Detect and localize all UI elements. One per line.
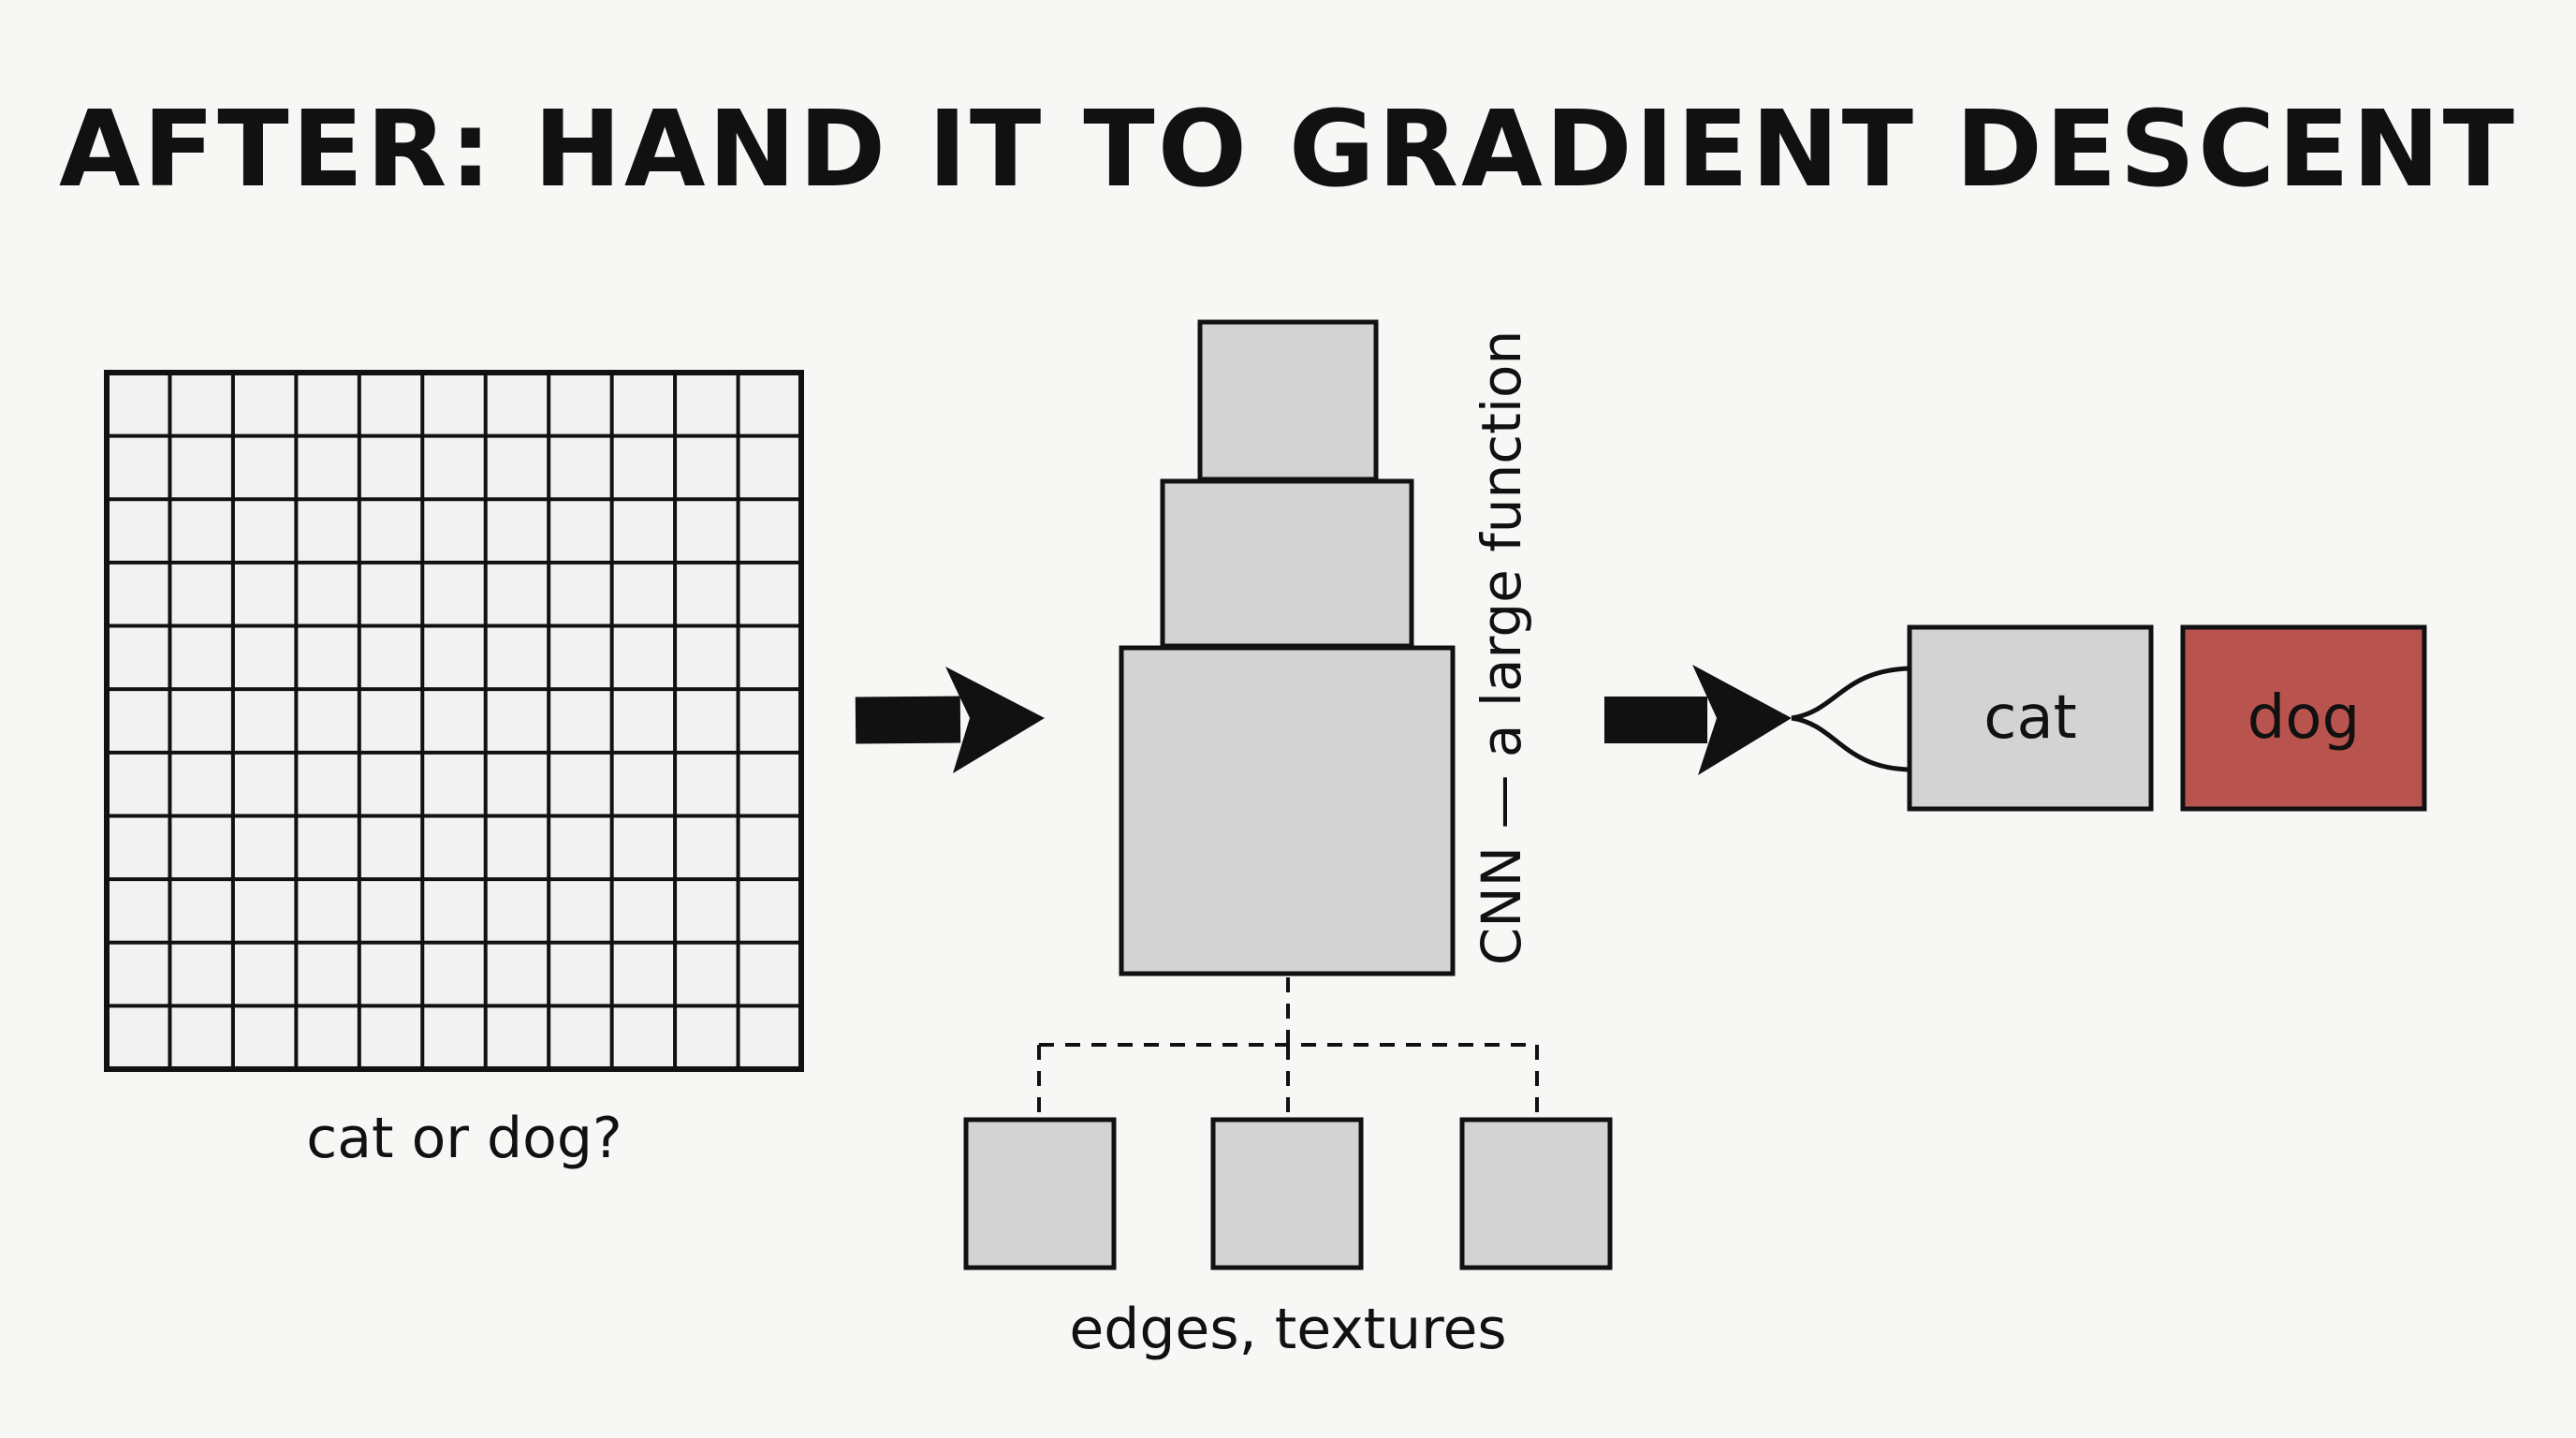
output-option-dog: dog — [2180, 624, 2427, 812]
page-title: AFTER: HAND IT TO GRADIENT DESCENT — [59, 89, 2517, 211]
cnn-layer-middle — [1160, 478, 1414, 649]
cnn-side-label: CNN — a large function — [1470, 330, 1533, 965]
cnn-layer-bottom — [1119, 645, 1456, 976]
output-split-connector — [1791, 666, 1910, 772]
feature-box — [1459, 1117, 1613, 1270]
cnn-layer-top — [1197, 319, 1379, 482]
features-caption: edges, textures — [1069, 1297, 1506, 1362]
feature-box — [1210, 1117, 1364, 1270]
input-grid-lines — [107, 373, 801, 1069]
input-caption: cat or dog? — [306, 1106, 622, 1171]
cnn-stack — [1119, 319, 1456, 976]
feature-box — [963, 1117, 1117, 1270]
arrow-input-to-cnn — [855, 667, 1045, 773]
output-label-dog: dog — [2247, 683, 2360, 753]
output-label-cat: cat — [1983, 683, 2077, 753]
output-box-cat — [1907, 624, 2154, 812]
input-grid-background — [107, 373, 801, 1069]
input-image-grid — [104, 370, 804, 1072]
feature-boxes — [963, 1117, 1613, 1270]
input-grid-border — [104, 370, 804, 1072]
output-option-cat: cat — [1907, 624, 2154, 812]
feature-connectors — [1037, 977, 1539, 1114]
output-box-dog — [2180, 624, 2427, 812]
arrow-cnn-to-outputs — [1604, 665, 1792, 775]
